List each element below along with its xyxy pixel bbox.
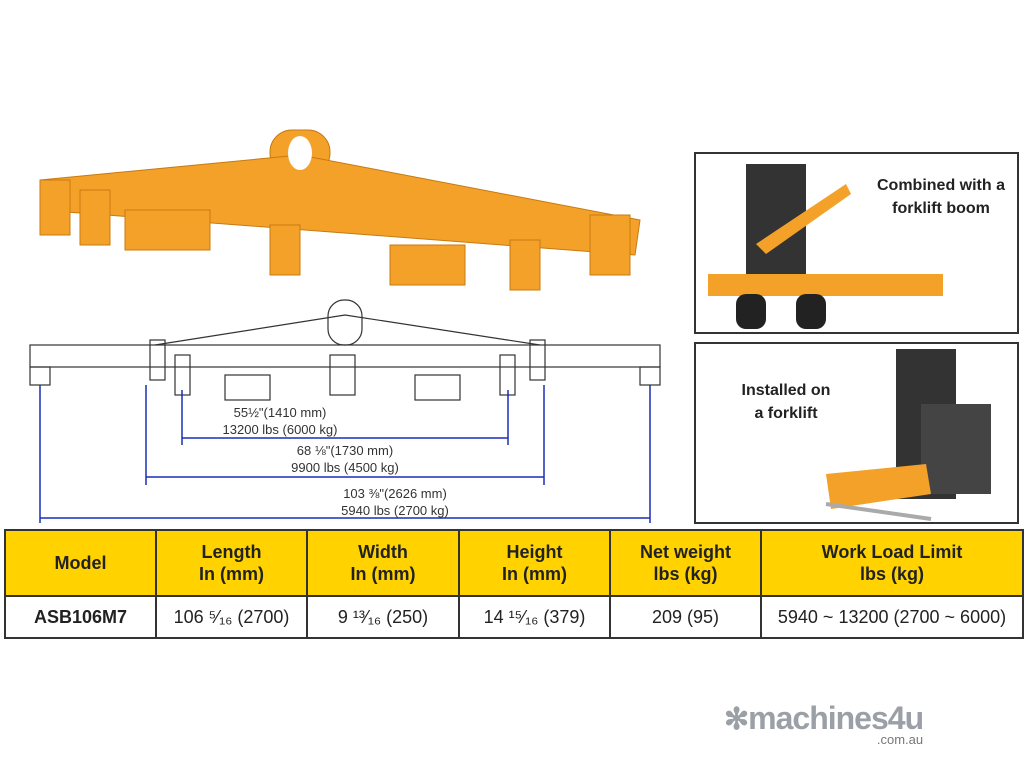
cell-width: 9 ¹³⁄₁₆ (250) [306, 595, 460, 639]
dimension-outer-length: 103 ⅜"(2626 mm) [343, 486, 447, 501]
cell-model: ASB106M7 [4, 595, 157, 639]
dimension-outer: 103 ⅜"(2626 mm) 5940 lbs (2700 kg) [295, 485, 495, 519]
photo-installed-forklift: Installed on a forklift [694, 342, 1019, 524]
dimension-inner: 55½"(1410 mm) 13200 lbs (6000 kg) [180, 404, 380, 438]
caption-boom-line2: forklift boom [892, 200, 990, 217]
dimension-inner-length: 55½"(1410 mm) [233, 405, 327, 420]
table-row: ASB106M7 106 ⁵⁄₁₆ (2700) 9 ¹³⁄₁₆ (250) 1… [4, 595, 1024, 639]
caption-installed-line2: a forklift [754, 405, 818, 422]
dimension-middle-length: 68 ⅛"(1730 mm) [296, 443, 394, 458]
header-unit: In (mm) [350, 564, 416, 584]
header-label: Model [54, 553, 107, 573]
photo-forklift-boom: Combined with a forklift boom [694, 152, 1019, 334]
cell-work-load-limit: 5940 ~ 13200 (2700 ~ 6000) [760, 595, 1024, 639]
cell-net-weight: 209 (95) [609, 595, 762, 639]
logo-domain: .com.au [876, 732, 924, 747]
cell-height: 14 ¹⁵⁄₁₆ (379) [458, 595, 611, 639]
beam-technical-drawing [29, 299, 661, 523]
dimension-inner-capacity: 13200 lbs (6000 kg) [222, 422, 338, 437]
header-label: Net weight [639, 542, 731, 562]
caption-installed-line1: Installed on [741, 382, 831, 399]
header-model: Model [4, 529, 157, 597]
logo-star-icon: ✻ [724, 703, 749, 736]
forklift-installed-illustration [825, 349, 991, 521]
forklift-boom-illustration [708, 164, 943, 329]
cell-length: 106 ⁵⁄₁₆ (2700) [155, 595, 308, 639]
machines4u-logo: ✻machines4u .com.au [724, 700, 924, 747]
caption-boom-line1: Combined with a [877, 177, 1005, 194]
header-label: Length [201, 542, 262, 562]
header-unit: lbs (kg) [859, 564, 924, 584]
header-label: Work Load Limit [821, 542, 963, 562]
dimension-outer-capacity: 5940 lbs (2700 kg) [341, 503, 449, 518]
logo-brand: machines4u [748, 700, 924, 736]
dimension-middle: 68 ⅛"(1730 mm) 9900 lbs (4500 kg) [245, 442, 445, 476]
header-label: Width [358, 542, 408, 562]
spreader-beam-image [39, 129, 641, 291]
header-unit: lbs (kg) [653, 564, 718, 584]
header-label: Height [506, 542, 563, 562]
header-unit: In (mm) [199, 564, 264, 584]
dimension-middle-capacity: 9900 lbs (4500 kg) [291, 460, 399, 475]
header-unit: In (mm) [502, 564, 567, 584]
